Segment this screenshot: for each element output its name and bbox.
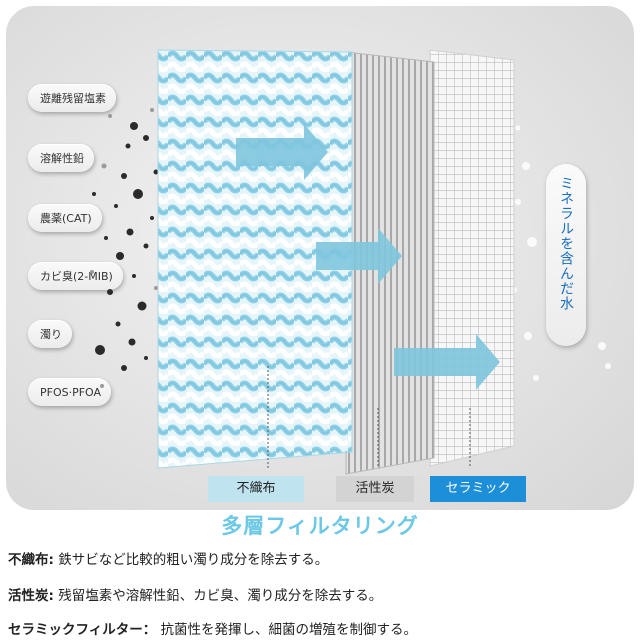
description-carbon: 活性炭: 残留塩素や溶解性鉛、カビ臭、濁り成分を除去する。 (8, 584, 382, 604)
contaminant-turbidity-label: 濁り (28, 320, 72, 348)
description-text: 鉄サビなど比較的粗い濁り成分を除去する。 (53, 552, 329, 568)
headline: 多層フィルタリング (221, 514, 419, 538)
contaminant-lead-label: 溶解性鉛 (28, 144, 94, 172)
contaminant-chlorine-label: 遊離残留塩素 (28, 84, 116, 112)
contaminant-mold-odor-label: カビ臭(2-MIB) (28, 262, 123, 290)
layer-label-ceramic: セラミック (430, 476, 526, 502)
description-nonwoven: 不織布: 鉄サビなど比較的粗い濁り成分を除去する。 (8, 548, 328, 568)
ceramic-layer (429, 49, 515, 467)
layer-label-nonwoven: 不織布 (208, 476, 304, 502)
contaminant-pesticide-label: 農薬(CAT) (28, 204, 102, 232)
description-text: 残留塩素や溶解性鉛、カビ臭、濁り成分を除去する。 (53, 588, 383, 604)
output-water-label: ミネラルを含んだ水 (546, 164, 586, 346)
description-term: セラミックフィルター： (8, 622, 157, 638)
layer-label-carbon: 活性炭 (336, 476, 414, 502)
filter-diagram-panel: 遊離残留塩素 溶解性鉛 農薬(CAT) カビ臭(2-MIB) 濁り PFOS·P… (6, 6, 634, 510)
contaminant-particles (90, 108, 611, 388)
description-term: 活性炭: (8, 588, 54, 604)
contaminant-pfos-label: PFOS·PFOA (28, 378, 112, 406)
description-ceramic: セラミックフィルター： 抗菌性を発揮し、細菌の増殖を制御する。 (8, 618, 417, 638)
filter-layers-graphic (157, 49, 515, 475)
flow-arrows (236, 124, 500, 390)
description-text: 抗菌性を発揮し、細菌の増殖を制御する。 (156, 622, 418, 638)
description-term: 不織布: (8, 552, 54, 568)
